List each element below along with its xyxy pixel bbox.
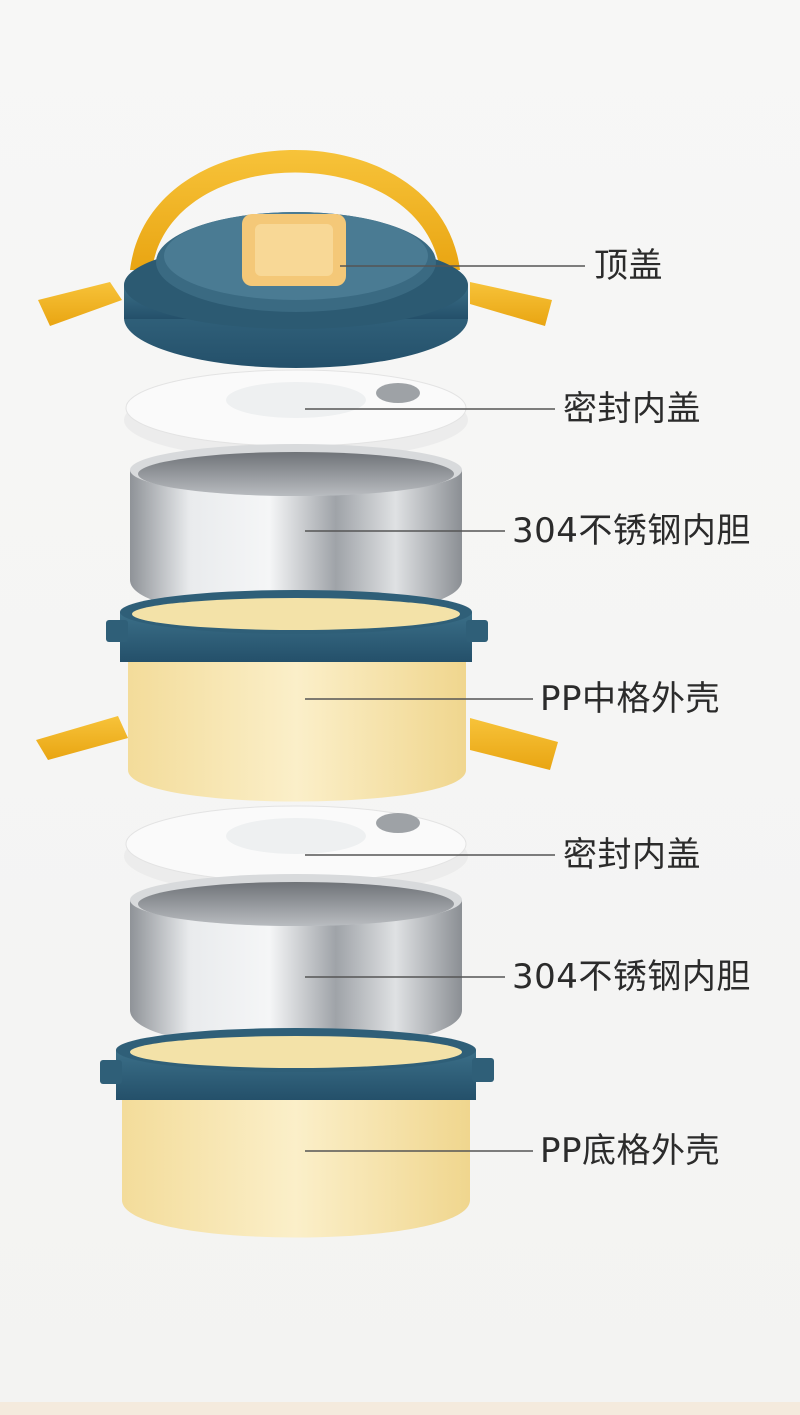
pp-bottom-shell [100, 1028, 494, 1238]
label-seal-lid-1: 密封内盖 [563, 389, 701, 429]
label-steel-liner-1: 304不锈钢内胆 [512, 511, 751, 551]
label-pp-middle-shell: PP中格外壳 [540, 679, 721, 719]
left-clip [38, 282, 122, 326]
vent-button-2 [376, 813, 420, 833]
right-clip-2 [470, 718, 558, 770]
top-lid [38, 150, 552, 368]
steel-liner-2 [130, 874, 462, 1049]
pp-middle-shell [36, 590, 558, 802]
leader-lines [305, 265, 585, 1152]
carry-handle [130, 150, 460, 270]
steel-liner-1 [130, 444, 462, 618]
label-top-lid: 顶盖 [594, 246, 663, 286]
seal-lid-2 [124, 805, 468, 896]
bottom-strip [0, 1402, 800, 1415]
label-steel-liner-2: 304不锈钢内胆 [512, 957, 751, 997]
right-clip [470, 282, 552, 326]
vent-button [376, 383, 420, 403]
label-pp-bottom-shell: PP底格外壳 [540, 1131, 721, 1171]
label-seal-lid-2: 密封内盖 [563, 835, 701, 875]
left-clip-2 [36, 716, 128, 760]
